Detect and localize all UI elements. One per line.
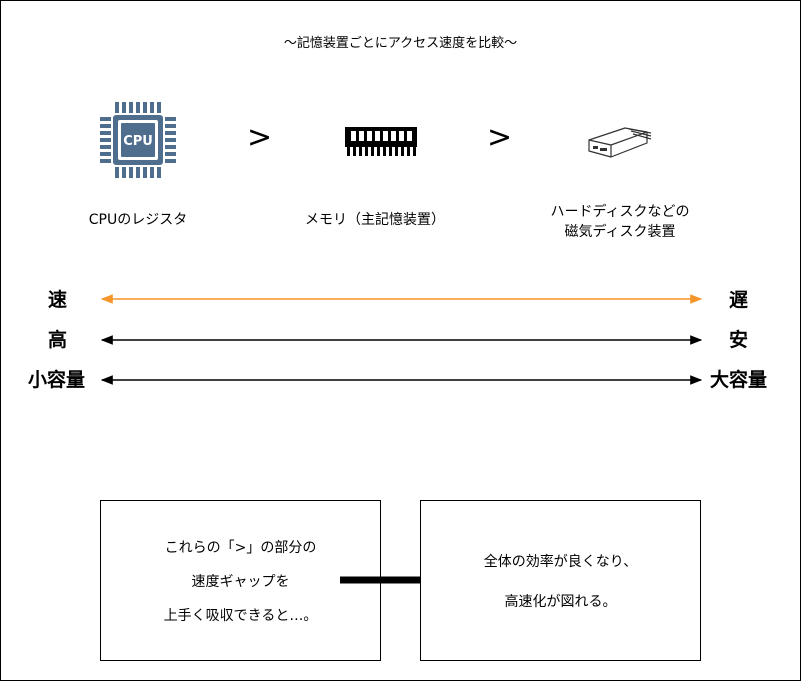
greater-than-symbol-2: > xyxy=(487,120,513,155)
box-left-line-3: 上手く吸収できると…。 xyxy=(163,608,318,624)
device-label-line: メモリ（主記憶装置） xyxy=(305,212,445,228)
cpu-chip-text: CPU xyxy=(123,134,153,149)
memory-icon xyxy=(343,124,419,162)
device-label-line: ハードディスクなどの xyxy=(550,204,690,220)
device-label-cpu: CPUのレジスタ xyxy=(58,210,218,230)
scale-label-large-capacity: 大容量 xyxy=(710,369,768,391)
device-label-hard-disk: ハードディスクなどの 磁気ディスク装置 xyxy=(530,202,710,242)
box-left-line-2: 速度ギャップを xyxy=(191,574,290,590)
scale-label-expensive: 高 xyxy=(48,329,68,351)
box-right-line-2: 高速化が図れる。 xyxy=(504,594,617,610)
diagram-title: 〜記憶装置ごとにアクセス速度を比較〜 xyxy=(283,36,518,51)
scale-label-fast: 速 xyxy=(48,289,68,311)
hard-disk-icon xyxy=(585,124,653,164)
scale-label-slow: 遅 xyxy=(729,289,749,311)
box-right-line-1: 全体の効率が良くなり、 xyxy=(483,554,638,570)
device-label-line: 磁気ディスク装置 xyxy=(564,224,676,240)
scale-label-cheap: 安 xyxy=(729,329,749,351)
box-right: 全体の効率が良くなり、 高速化が図れる。 xyxy=(420,500,701,661)
box-left: これらの「>」の部分の 速度ギャップを 上手く吸収できると…。 xyxy=(100,500,381,661)
cpu-icon: CPU xyxy=(98,100,178,184)
scale-label-small-capacity: 小容量 xyxy=(28,369,86,391)
device-label-memory: メモリ（主記憶装置） xyxy=(290,210,460,230)
device-label-line: CPUのレジスタ xyxy=(88,212,188,228)
greater-than-symbol-1: > xyxy=(247,120,273,155)
box-left-line-1: これらの「>」の部分の xyxy=(164,540,317,556)
